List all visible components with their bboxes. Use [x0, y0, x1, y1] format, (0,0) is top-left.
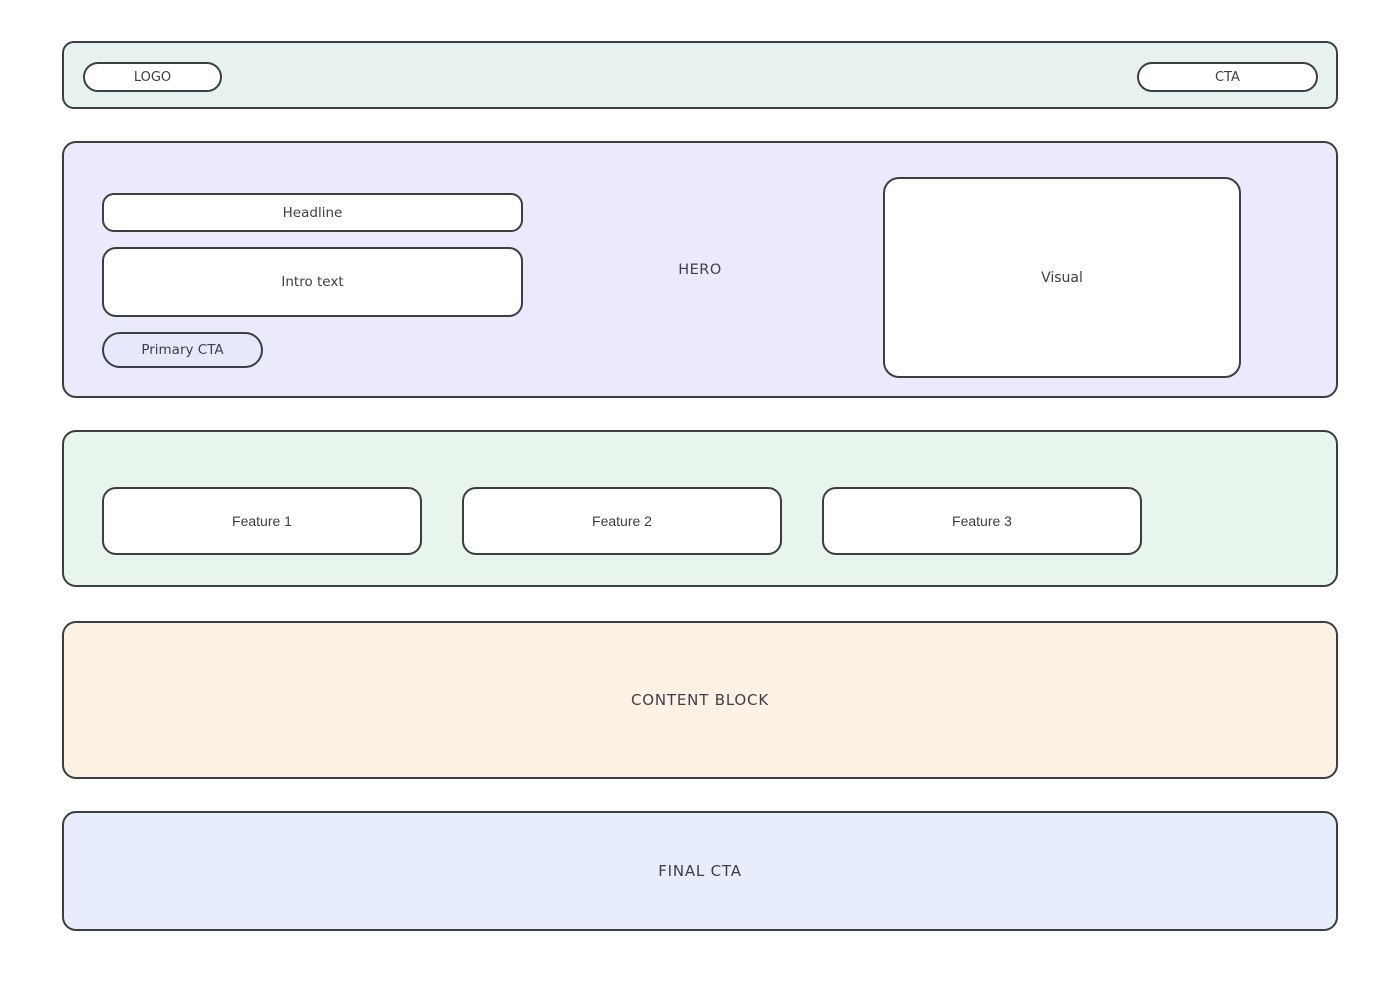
feature-card-3: Feature 3: [822, 487, 1142, 555]
primary-cta-label: Primary CTA: [141, 342, 224, 358]
content-block-label: CONTENT BLOCK: [631, 691, 769, 709]
feature-3-label: Feature 3: [952, 513, 1012, 529]
primary-cta-button[interactable]: Primary CTA: [102, 332, 263, 368]
feature-card-1: Feature 1: [102, 487, 422, 555]
logo-pill[interactable]: LOGO: [83, 62, 222, 92]
topbar: LOGO CTA: [62, 41, 1338, 109]
intro-text-box: Intro text: [102, 247, 523, 317]
headline-box: Headline: [102, 193, 523, 232]
final-cta-label: FINAL CTA: [658, 862, 742, 880]
visual-label: Visual: [1041, 269, 1083, 286]
content-block-section: CONTENT BLOCK: [62, 621, 1338, 779]
feature-1-label: Feature 1: [232, 513, 292, 529]
feature-card-2: Feature 2: [462, 487, 782, 555]
features-section: Feature 1 Feature 2 Feature 3: [62, 430, 1338, 587]
final-cta-section: FINAL CTA: [62, 811, 1338, 931]
cta-label: CTA: [1215, 69, 1240, 85]
logo-label: LOGO: [133, 69, 172, 85]
headline-label: Headline: [282, 204, 343, 221]
intro-text-label: Intro text: [281, 274, 344, 290]
feature-2-label: Feature 2: [592, 513, 652, 529]
visual-box: Visual: [883, 177, 1241, 378]
hero-section: HERO Headline Intro text Primary CTA Vis…: [62, 141, 1338, 398]
cta-pill[interactable]: CTA: [1137, 62, 1318, 92]
